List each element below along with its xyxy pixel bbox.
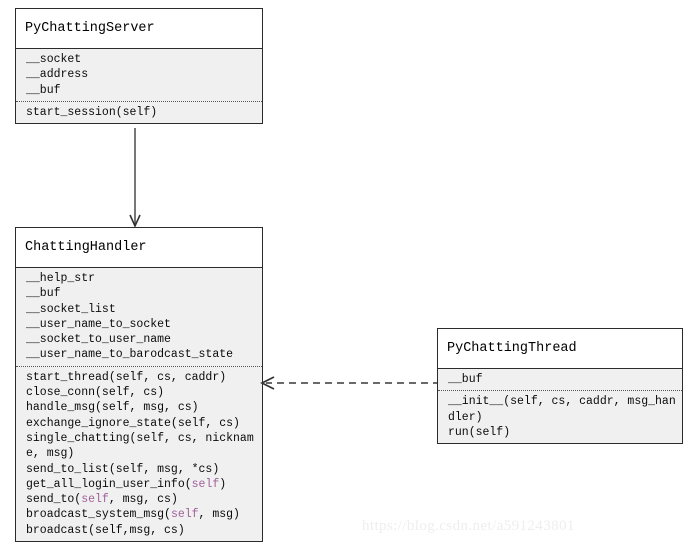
attribute-row: __socket_to_user_name	[26, 333, 171, 347]
attribute-row: __buf	[448, 373, 483, 386]
method-row: exchange_ignore_state(self, cs)	[26, 416, 240, 430]
method-row: __init__(self, cs, caddr, msg_handler)	[448, 395, 676, 424]
attributes-compartment-pychattingthread: __buf	[438, 369, 682, 392]
attributes-compartment-chattinghandler: __help_str __buf __socket_list __user_na…	[16, 268, 262, 367]
attribute-row: __address	[26, 68, 89, 82]
attribute-row: __buf	[26, 83, 61, 97]
self-keyword: self	[170, 508, 199, 522]
connector-inheritance-arrow	[128, 128, 142, 228]
method-row: close_conn(self, cs)	[26, 386, 165, 400]
class-box-chattinghandler[interactable]: ChattingHandler __help_str __buf __socke…	[15, 227, 263, 543]
self-keyword: self	[81, 493, 109, 507]
attribute-row: __help_str	[26, 272, 96, 285]
class-name-pychattingserver: PyChattingServer	[16, 9, 262, 49]
attribute-row: __user_name_to_socket	[26, 317, 171, 331]
method-row: send_to_list(self, msg, *cs)	[26, 462, 220, 476]
attribute-row: __user_name_to_barodcast_state	[26, 348, 234, 362]
method-row: start_thread(self, cs, caddr)	[26, 370, 227, 384]
method-row: get_all_login_user_info(self)	[26, 477, 227, 491]
methods-compartment-chattinghandler: start_thread(self, cs, caddr) close_conn…	[16, 367, 262, 541]
attributes-compartment-pychattingserver: __socket __address __buf	[16, 49, 262, 102]
method-row: broadcast(self,msg, cs)	[26, 523, 185, 537]
method-row: single_chatting(self, cs, nickname, msg)	[26, 431, 254, 461]
method-row: handle_msg(self, msg, cs)	[26, 401, 199, 415]
method-row: start_session(self)	[26, 105, 158, 119]
method-row: run(self)	[448, 425, 511, 439]
connector-dependency-arrow	[258, 372, 442, 394]
attribute-row: __socket_list	[26, 302, 116, 316]
methods-compartment-pychattingthread: __init__(self, cs, caddr, msg_handler) r…	[438, 391, 682, 443]
methods-compartment-pychattingserver: start_session(self)	[16, 102, 262, 123]
class-box-pychattingserver[interactable]: PyChattingServer __socket __address __bu…	[15, 8, 263, 125]
class-name-chattinghandler: ChattingHandler	[16, 228, 262, 268]
class-box-pychattingthread[interactable]: PyChattingThread __buf __init__(self, cs…	[437, 328, 683, 445]
attribute-row: __buf	[26, 287, 61, 301]
self-keyword: self	[191, 477, 220, 491]
method-row: send_to(self, msg, cs)	[26, 493, 178, 507]
method-row: broadcast_system_msg(self, msg)	[26, 508, 240, 522]
attribute-row: __socket	[26, 53, 82, 66]
class-name-pychattingthread: PyChattingThread	[438, 329, 682, 369]
watermark-text: https://blog.csdn.net/a591243801	[362, 518, 575, 534]
